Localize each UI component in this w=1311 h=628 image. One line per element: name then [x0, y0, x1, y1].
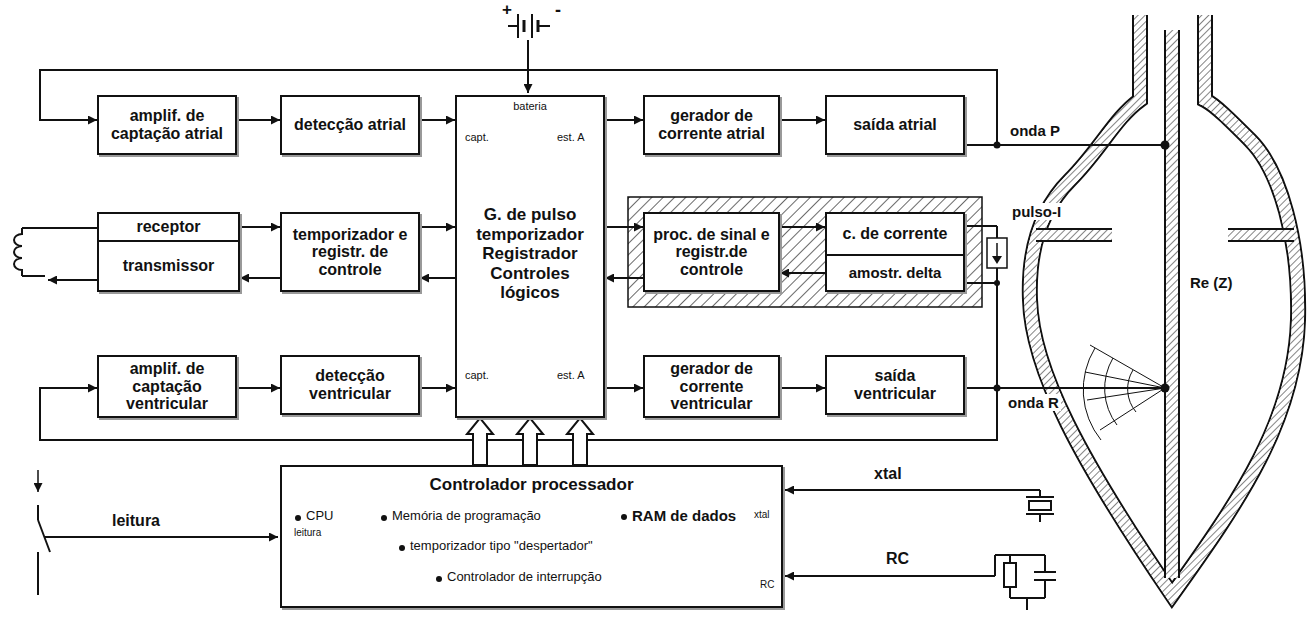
signal-arrow — [420, 226, 455, 228]
signal-arrow — [420, 277, 455, 279]
current-generator-box: gerador de corrente atrial — [643, 95, 780, 155]
polarity-sign: - — [553, 0, 563, 21]
box-text: gerador de corrente ventricular — [650, 360, 773, 413]
signal-arrow — [240, 226, 280, 228]
processor-box: Controlador processadorCPU leitura Memória… — [280, 465, 783, 608]
box-text: transmissor — [123, 257, 215, 275]
antenna-coil — [14, 228, 97, 280]
current-source — [987, 238, 1007, 268]
box-text: RAM de dados — [632, 507, 736, 524]
box-text: Memória de programação — [392, 509, 541, 524]
crystal-symbol — [785, 490, 1054, 522]
box-text: capt. — [465, 131, 489, 144]
signal-arrow — [780, 272, 825, 274]
box-text: CPU — [306, 509, 333, 524]
box-text: temporizador tipo "despertador" — [410, 539, 593, 554]
signal-arrow — [420, 387, 455, 389]
signal-name: xtal — [872, 465, 904, 483]
current-box: c. de corrente — [825, 212, 965, 256]
signal-processor-box: proc. de sinal e registr.de controle — [643, 212, 780, 292]
signal-arrow — [605, 226, 643, 228]
box-text: G. de pulso temporizador Registrador Con… — [461, 205, 599, 303]
delta-sample-box: amostr. delta — [825, 254, 965, 292]
box-text: gerador de corrente atrial — [650, 107, 773, 142]
detector-box: detecção atrial — [280, 95, 420, 155]
transmitter-box: transmissor — [97, 240, 240, 292]
signal-name: leitura — [110, 512, 162, 530]
amplifier-box: amplif. de captação atrial — [97, 95, 237, 155]
signal-name: onda R — [1006, 394, 1061, 411]
box-text: detecção atrial — [294, 116, 406, 134]
box-text: leitura — [294, 527, 321, 539]
impedance-field — [1083, 345, 1165, 440]
bullet-dot — [399, 545, 405, 551]
box-text: xtal — [754, 509, 770, 521]
bullet-dot — [295, 515, 301, 521]
heart-drawing — [1030, 15, 1298, 595]
signal-arrow — [780, 387, 825, 389]
signal-arrow — [780, 119, 825, 121]
bus-arrow — [567, 418, 593, 465]
receiver-box: receptor — [97, 212, 240, 242]
signal-name: pulso-I — [1010, 203, 1063, 220]
signal-arrow — [237, 119, 280, 121]
signal-arrow — [605, 119, 643, 121]
junction-dots — [994, 141, 1170, 393]
electrode-wires — [965, 145, 1165, 388]
bullet-dot — [621, 514, 627, 520]
box-text: est. A — [557, 369, 585, 382]
box-text: Controlador de interrupção — [447, 570, 602, 585]
bullet-dot — [436, 576, 442, 582]
timer-register-box: temporizador e registr. de controle — [280, 212, 420, 292]
box-text: amplif. de captação ventricular — [104, 360, 230, 413]
signal-arrow — [605, 277, 643, 279]
box-text: Controlador processador — [286, 475, 777, 495]
signal-arrow — [237, 387, 280, 389]
amplifier-box: amplif. de captação ventricular — [97, 355, 237, 418]
bus-arrow — [467, 418, 493, 465]
box-text: RC — [760, 579, 774, 591]
rc-network — [785, 555, 1056, 610]
box-text: detecção ventricular — [287, 367, 413, 402]
current-generator-box: gerador de corrente ventricular — [643, 355, 780, 418]
signal-name: RC — [884, 550, 911, 568]
box-text: est. A — [557, 131, 585, 144]
box-text: saída ventricular — [832, 367, 958, 402]
output-box: saída ventricular — [825, 355, 965, 415]
box-text: saída atrial — [853, 116, 937, 134]
pulse-generator-box: bateria capt. est. A G. de pulso temporizad… — [455, 95, 605, 418]
detector-box: detecção ventricular — [280, 355, 420, 415]
box-text: bateria — [461, 100, 599, 113]
signal-arrow — [420, 119, 455, 121]
polarity-sign: + — [500, 0, 514, 20]
box-text: c. de corrente — [843, 225, 948, 243]
output-box: saída atrial — [825, 95, 965, 155]
signal-arrow — [240, 277, 280, 279]
box-text: receptor — [136, 218, 200, 236]
bullet-dot — [381, 515, 387, 521]
box-text: amostr. delta — [849, 265, 942, 282]
hatched-band — [628, 197, 982, 307]
reed-switch — [38, 470, 278, 595]
box-text: capt. — [465, 369, 489, 382]
box-text: amplif. de captação atrial — [104, 107, 230, 142]
impedance-label: Re (Z) — [1188, 274, 1235, 291]
signal-name: onda P — [1008, 122, 1062, 139]
signal-arrow — [605, 387, 643, 389]
box-text: proc. de sinal e registr.de controle — [650, 226, 773, 279]
bus-arrow — [517, 418, 543, 465]
signal-arrow — [780, 226, 825, 228]
battery-symbol — [508, 14, 550, 93]
box-text: temporizador e registr. de controle — [287, 226, 413, 279]
